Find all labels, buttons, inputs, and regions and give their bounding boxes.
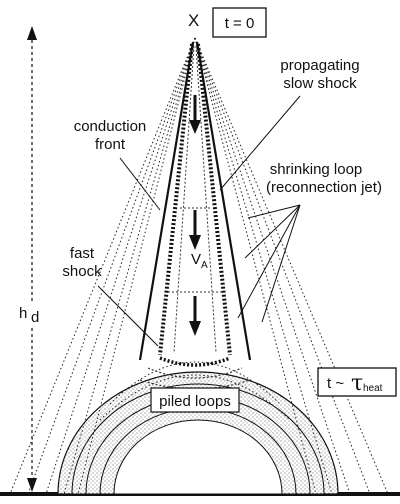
time-zero-label: t = 0 [225, 15, 255, 32]
piled-loops [57, 371, 339, 495]
va-main: V [191, 251, 201, 268]
jet-arrows [189, 95, 201, 336]
slow-shock-label-2: slow shock [283, 75, 357, 92]
conduction-label-2: front [95, 136, 126, 153]
slow-shock-label-1: propagating [280, 57, 359, 74]
slow-shock-lines [158, 43, 232, 356]
conduction-label-1: conduction [74, 118, 147, 135]
theat-sub: heat [363, 383, 383, 394]
inner-jet-lines [168, 45, 222, 353]
field-lines [9, 37, 389, 495]
shrinking-loop-label-1: shrinking loop [270, 161, 363, 178]
piled-loops-box: piled loops [150, 387, 240, 413]
height-arrow [27, 26, 37, 492]
fast-shock [159, 356, 231, 367]
theat-tau: τ [351, 371, 363, 396]
height-label: h d [17, 302, 47, 326]
theat-prefix: t ~ [327, 375, 344, 392]
hd-sub: d [31, 309, 39, 326]
fast-shock-outer [139, 367, 251, 390]
pointer-lines [97, 95, 301, 347]
fast-shock-label-2: shock [62, 263, 102, 280]
va-sub: A [201, 260, 208, 271]
fast-shock-label-1: fast [70, 245, 95, 262]
time-heat-box: t ~ τ heat [317, 367, 397, 397]
x-point-label: X [188, 11, 199, 30]
time-zero-box: t = 0 [212, 7, 267, 38]
piled-loops-label: piled loops [159, 393, 231, 410]
alfven-velocity-label: V A [191, 251, 208, 271]
shrinking-loop-label-2: (reconnection jet) [266, 179, 382, 196]
hd-main: h [19, 305, 27, 322]
conduction-front-lines [138, 41, 252, 361]
